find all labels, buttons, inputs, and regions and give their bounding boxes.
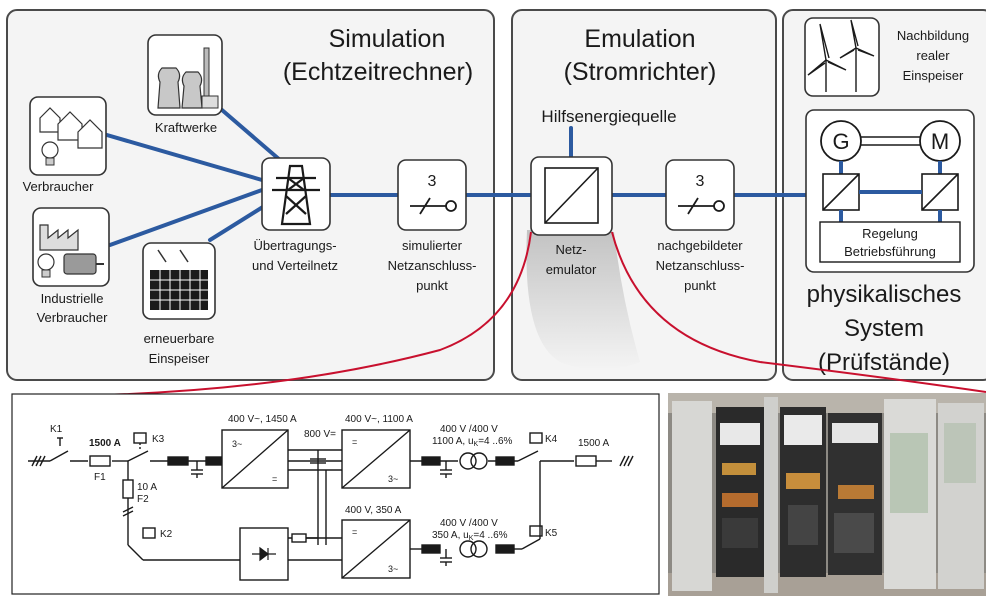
nach-point-label-1: nachgebildeter bbox=[657, 238, 743, 253]
zoom-curve-right bbox=[611, 231, 986, 393]
conv1-rating: 400 V~, 1450 A bbox=[228, 414, 297, 425]
wind-turbine-icon bbox=[804, 17, 880, 97]
tr1-sub: K bbox=[474, 441, 479, 448]
industrielle-label-2: Verbraucher bbox=[37, 310, 108, 325]
kraftwerke-label: Kraftwerke bbox=[155, 120, 217, 135]
simulation-subtitle: (Echtzeitrechner) bbox=[283, 58, 473, 86]
factory-lightbulb-motor-icon bbox=[32, 207, 110, 287]
cabinet-photo bbox=[668, 393, 986, 596]
industrielle-label-1: Industrielle bbox=[41, 291, 104, 306]
conv3-ac: 3~ bbox=[388, 564, 398, 574]
tr2-sub: K bbox=[469, 535, 474, 542]
current-in-label: 1500 A bbox=[89, 438, 121, 449]
erneuerbare-label-1: erneuerbare bbox=[144, 331, 215, 346]
fuse2-current-label: 10 A bbox=[137, 482, 157, 493]
transmission-tower-icon bbox=[261, 157, 331, 231]
generator-label: G bbox=[832, 129, 849, 154]
test-bench-block bbox=[805, 109, 975, 273]
erneuerbare-label-2: Einspeiser bbox=[149, 351, 210, 366]
betriebsfuehrung-label: Betriebsführung bbox=[844, 244, 936, 259]
cabinet-photo-drawing bbox=[668, 393, 986, 596]
emulation-title: Emulation bbox=[584, 25, 695, 53]
conv2-dc: = bbox=[352, 437, 357, 447]
tr1-rating-1: 400 V /400 V bbox=[440, 424, 498, 435]
schematic-frame bbox=[11, 393, 660, 595]
physical-label-1: physikalisches bbox=[807, 281, 962, 308]
hilfsenergie-label: Hilfsenergiequelle bbox=[541, 107, 676, 126]
physical-label-2: System bbox=[844, 315, 924, 342]
connections bbox=[98, 108, 808, 247]
tr2-rating-1: 400 V /400 V bbox=[440, 518, 498, 529]
conv3-dc: = bbox=[352, 527, 357, 537]
simulation-title: Simulation bbox=[329, 25, 446, 53]
regelung-label: Regelung bbox=[862, 226, 918, 241]
houses-lightbulb-icon bbox=[29, 96, 107, 176]
k1-label: K1 bbox=[50, 424, 63, 435]
tr2-current: 350 A, u bbox=[432, 530, 469, 541]
k4-label: K4 bbox=[545, 434, 558, 445]
f2-label: F2 bbox=[137, 494, 149, 505]
emulation-subtitle: (Stromrichter) bbox=[564, 58, 717, 86]
netz-label-1: Übertragungs- bbox=[253, 238, 336, 253]
tr2-tail: =4 ..6% bbox=[473, 530, 507, 541]
power-plant-icon bbox=[147, 34, 223, 116]
nach-point-label-3: punkt bbox=[684, 278, 716, 293]
nach-point-label-2: Netzanschluss- bbox=[656, 258, 745, 273]
nach-connection-point-icon: 3 bbox=[665, 159, 735, 231]
conv1-dc: = bbox=[272, 474, 277, 484]
k5-label: K5 bbox=[545, 528, 558, 539]
k2-label: K2 bbox=[160, 529, 173, 540]
sim-point-label-2: Netzanschluss- bbox=[388, 258, 477, 273]
netzemulator-label-2: emulator bbox=[546, 262, 597, 277]
sim-phase-count: 3 bbox=[428, 173, 437, 190]
verbraucher-label: Verbraucher bbox=[23, 179, 94, 194]
zoom-shade bbox=[526, 230, 640, 370]
motor-label: M bbox=[931, 129, 949, 154]
conv3-rating: 400 V, 350 A bbox=[345, 505, 402, 516]
rectifier-diode-icon bbox=[252, 546, 276, 562]
tr2-rating-2: 350 A, uK=4 ..6% bbox=[432, 530, 508, 542]
sim-point-label-1: simulierter bbox=[402, 238, 463, 253]
conv2-rating: 400 V~, 1100 A bbox=[345, 414, 413, 425]
netz-label-2: und Verteilnetz bbox=[252, 258, 338, 273]
nachbildung-label-3: Einspeiser bbox=[903, 68, 964, 83]
f1-label: F1 bbox=[94, 472, 106, 483]
emu-phase-count: 3 bbox=[696, 173, 705, 190]
nachbildung-label-2: realer bbox=[916, 48, 950, 63]
conv1-ac: 3~ bbox=[232, 439, 242, 449]
tr1-rating-2: 1100 A, uK=4 ..6% bbox=[432, 436, 513, 448]
k3-label: K3 bbox=[152, 434, 165, 445]
conv2-ac: 3~ bbox=[388, 474, 398, 484]
tr1-current: 1100 A, u bbox=[432, 436, 474, 447]
sim-point-label-3: punkt bbox=[416, 278, 448, 293]
netzemulator-icon bbox=[530, 156, 613, 236]
solar-panel-icon bbox=[142, 242, 216, 320]
sim-connection-point-icon: 3 bbox=[397, 159, 467, 231]
current-out-label: 1500 A bbox=[578, 438, 609, 449]
schematic-wiring bbox=[28, 429, 634, 581]
tr1-tail: =4 ..6% bbox=[478, 436, 512, 447]
netzemulator-label-1: Netz- bbox=[555, 242, 586, 257]
nachbildung-label-1: Nachbildung bbox=[897, 28, 969, 43]
dc-link-label: 800 V= bbox=[304, 429, 336, 440]
